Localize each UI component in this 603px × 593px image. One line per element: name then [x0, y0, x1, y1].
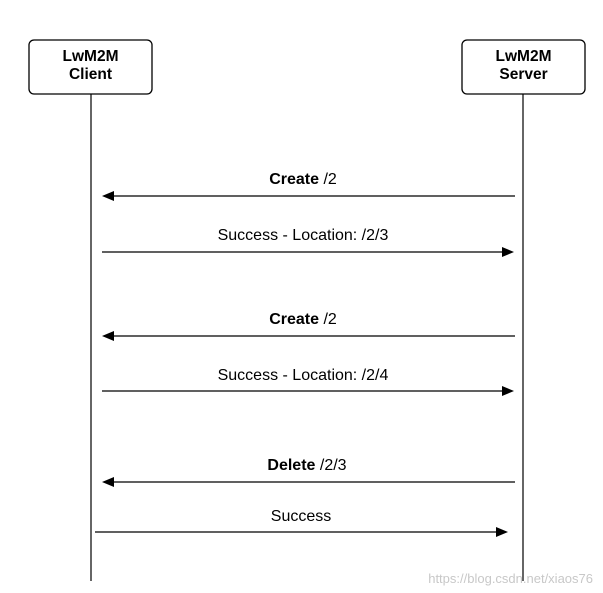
- arrowhead-left: [102, 331, 114, 341]
- message-label: Success - Location: /2/4: [218, 367, 389, 384]
- server-label-line1: LwM2M: [496, 48, 552, 65]
- server-box: [461, 39, 586, 95]
- message-success-location-2-4: Success - Location: /2/4: [102, 367, 514, 396]
- message-path: /2: [319, 311, 337, 328]
- client-label-line2: Client: [69, 66, 112, 83]
- message-label: Create /2: [269, 311, 337, 328]
- watermark-url: https://blog.csdn.net/xiaos76: [428, 571, 593, 586]
- message-label: Create /2: [269, 171, 337, 188]
- message-label: Success - Location: /2/3: [218, 227, 389, 244]
- arrowhead-right: [502, 386, 514, 396]
- message-method: Create: [269, 311, 319, 328]
- message-method: Create: [269, 171, 319, 188]
- client-box: [28, 39, 153, 95]
- message-create-2-second: Create /2: [102, 311, 515, 341]
- message-create-2-first: Create /2: [102, 171, 515, 201]
- arrowhead-right: [496, 527, 508, 537]
- message-success-location-2-3: Success - Location: /2/3: [102, 227, 514, 257]
- client-label-line1: LwM2M: [63, 48, 119, 65]
- message-label: Success: [271, 508, 331, 525]
- message-path: /2/3: [315, 457, 346, 474]
- server-label-line2: Server: [499, 66, 547, 83]
- message-path: /2: [319, 171, 337, 188]
- message-success: Success: [95, 508, 508, 537]
- server-participant: LwM2M Server: [461, 39, 586, 95]
- message-delete-2-3: Delete /2/3: [102, 457, 515, 487]
- arrowhead-right: [502, 247, 514, 257]
- message-method: Delete: [267, 457, 315, 474]
- client-participant: LwM2M Client: [28, 39, 153, 95]
- arrowhead-left: [102, 477, 114, 487]
- arrowhead-left: [102, 191, 114, 201]
- message-label: Delete /2/3: [267, 457, 346, 474]
